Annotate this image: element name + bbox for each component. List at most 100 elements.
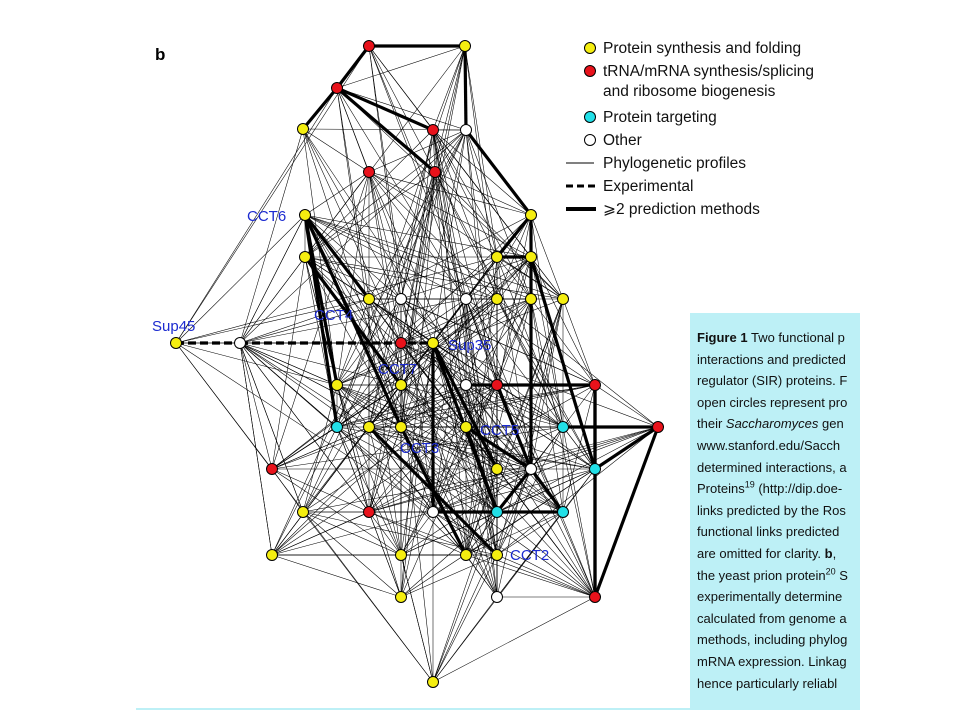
protein-node bbox=[297, 506, 309, 518]
caption-line-16: mRNA expression. Linkag bbox=[697, 653, 847, 669]
protein-node bbox=[363, 166, 375, 178]
caption-line-12b: S bbox=[835, 567, 848, 583]
caption-line-10: functional links predicted bbox=[697, 524, 840, 540]
caption-line-11c: , bbox=[832, 545, 837, 561]
caption-line-9: links predicted by the Ros bbox=[697, 502, 846, 518]
protein-node bbox=[395, 337, 407, 349]
label-cct4: CCT4 bbox=[314, 307, 353, 324]
protein-node bbox=[557, 506, 569, 518]
caption-ref-19: 19 bbox=[744, 479, 755, 490]
protein-node bbox=[363, 506, 375, 518]
legend-label-phylogenetic: Phylogenetic profiles bbox=[603, 155, 746, 172]
label-sup35: Sup35 bbox=[448, 337, 491, 354]
legend-swatch-rna-synthesis bbox=[584, 65, 596, 77]
legend-label-other: Other bbox=[603, 132, 642, 149]
protein-node bbox=[491, 379, 503, 391]
caption-line-7: determined interactions, a bbox=[697, 459, 847, 475]
label-cct5: CCT5 bbox=[480, 422, 519, 439]
legend-label-rna-synthesis-line2: and ribosome biogenesis bbox=[603, 83, 776, 100]
protein-node bbox=[525, 209, 537, 221]
protein-node bbox=[331, 82, 343, 94]
caption-line-1: Two functional p bbox=[750, 330, 845, 345]
caption-line-4: open circles represent pro bbox=[697, 394, 848, 410]
caption-line-13: experimentally determine bbox=[697, 589, 843, 605]
caption-line-5-genus: Saccharomyces bbox=[725, 416, 819, 432]
protein-node bbox=[460, 293, 472, 305]
label-cct7: CCT7 bbox=[378, 361, 417, 378]
legend-swatch-protein-synthesis bbox=[584, 42, 596, 54]
protein-node bbox=[460, 421, 472, 433]
legend-label-rna-synthesis: tRNA/mRNA synthesis/splicing bbox=[603, 63, 814, 80]
caption-figure-label: Figure 1 bbox=[697, 330, 748, 345]
protein-node bbox=[427, 124, 439, 136]
protein-node bbox=[429, 166, 441, 178]
legend-label-protein-targeting: Protein targeting bbox=[603, 109, 717, 126]
protein-node bbox=[395, 293, 407, 305]
protein-node bbox=[299, 209, 311, 221]
protein-node bbox=[170, 337, 182, 349]
protein-node bbox=[525, 293, 537, 305]
legend-label-experimental: Experimental bbox=[603, 178, 693, 195]
protein-node bbox=[491, 506, 503, 518]
label-cct6: CCT6 bbox=[247, 208, 286, 225]
protein-node bbox=[234, 337, 246, 349]
protein-node bbox=[459, 40, 471, 52]
caption-line-11a: are omitted for clarity. bbox=[697, 545, 825, 561]
panel-letter: b bbox=[155, 45, 165, 64]
protein-node bbox=[427, 676, 439, 688]
protein-node bbox=[297, 123, 309, 135]
protein-node bbox=[395, 421, 407, 433]
protein-node bbox=[491, 591, 503, 603]
legend-label-multi-method: ⩾2 prediction methods bbox=[603, 201, 760, 218]
caption-ref-20: 20 bbox=[825, 566, 836, 577]
caption-line-12a: the yeast prion protein bbox=[697, 567, 826, 583]
protein-node bbox=[652, 421, 664, 433]
label-cct2: CCT2 bbox=[510, 547, 549, 564]
caption-line-17: hence particularly reliabl bbox=[697, 675, 838, 691]
protein-node bbox=[363, 421, 375, 433]
protein-node bbox=[331, 379, 343, 391]
caption-line-3: regulator (SIR) proteins. F bbox=[697, 373, 848, 389]
protein-node bbox=[589, 379, 601, 391]
protein-nodes bbox=[170, 40, 664, 688]
legend: Protein synthesis and folding tRNA/mRNA … bbox=[566, 40, 814, 218]
protein-node bbox=[427, 337, 439, 349]
caption-line-11-panel: b bbox=[824, 545, 833, 561]
protein-node bbox=[363, 293, 375, 305]
label-sup45: Sup45 bbox=[152, 318, 195, 335]
protein-node bbox=[525, 251, 537, 263]
caption-line-8b: (http://dip.doe- bbox=[754, 481, 843, 497]
protein-node bbox=[525, 463, 537, 475]
protein-node bbox=[331, 421, 343, 433]
protein-node bbox=[299, 251, 311, 263]
caption-line-5b: gen bbox=[818, 416, 844, 432]
protein-node bbox=[395, 379, 407, 391]
multi-method-edges bbox=[301, 44, 660, 598]
protein-node bbox=[395, 549, 407, 561]
bottom-rule bbox=[136, 708, 860, 710]
protein-node bbox=[491, 293, 503, 305]
protein-node bbox=[363, 40, 375, 52]
protein-node bbox=[266, 549, 278, 561]
protein-node bbox=[491, 463, 503, 475]
caption-line-2: interactions and predicted bbox=[697, 351, 846, 367]
protein-node bbox=[491, 251, 503, 263]
protein-node bbox=[557, 293, 569, 305]
caption-line-8a: Proteins bbox=[697, 481, 745, 497]
protein-node bbox=[460, 124, 472, 136]
protein-node bbox=[491, 549, 503, 561]
protein-node bbox=[266, 463, 278, 475]
legend-swatch-protein-targeting bbox=[584, 111, 596, 123]
legend-swatch-other bbox=[584, 134, 596, 146]
caption-line-14: calculated from genome a bbox=[697, 610, 847, 626]
caption-line-6: www.stanford.edu/Sacch bbox=[697, 437, 841, 453]
figure-caption: Figure 1 Two functional p interactions a… bbox=[690, 313, 860, 710]
protein-node bbox=[557, 421, 569, 433]
protein-node bbox=[460, 549, 472, 561]
protein-node bbox=[395, 591, 407, 603]
label-cct3: CCT3 bbox=[400, 440, 439, 457]
protein-node bbox=[427, 506, 439, 518]
caption-line-5a: their bbox=[697, 416, 726, 432]
protein-node bbox=[589, 463, 601, 475]
